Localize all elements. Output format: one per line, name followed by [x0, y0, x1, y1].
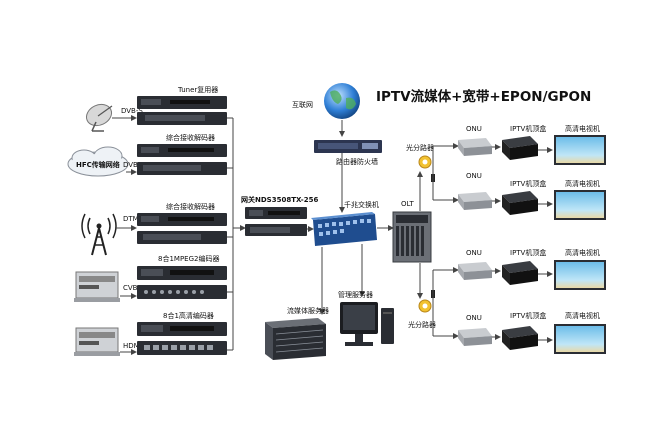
onu-label-3: ONU — [466, 249, 482, 257]
antenna-tower-icon — [81, 213, 117, 256]
tv-header: 高清电视机 — [565, 124, 600, 133]
gateway-label: 网关NDS3508TX-256 — [241, 195, 318, 204]
stb-label-4: IPTV机顶盒 — [510, 311, 546, 320]
router-label: 路由器防火墙 — [336, 157, 378, 166]
tv-label-2: 高清电视机 — [565, 179, 600, 188]
onu-header: ONU — [466, 125, 482, 133]
internet-label: 互联网 — [292, 100, 313, 109]
switch-server-lines — [319, 225, 394, 315]
onu-device-1 — [458, 138, 492, 156]
bus-lines — [227, 117, 246, 351]
dtmb-label: DTMB — [123, 215, 144, 223]
onu-label-2: ONU — [466, 172, 482, 180]
stb-header: IPTV机顶盒 — [510, 124, 546, 133]
dvbc-label: DVB-C — [123, 161, 145, 169]
internet-globe-icon — [324, 83, 360, 119]
management-server-icon — [340, 302, 394, 346]
stb-label-3: IPTV机顶盒 — [510, 248, 546, 257]
tv-label-3: 高清电视机 — [565, 248, 600, 257]
router-firewall-device — [314, 140, 382, 153]
diagram-title: IPTV流媒体+宽带+EPON/GPON — [376, 88, 591, 105]
mpeg2-encoder-label: 8合1MPEG2编码器 — [158, 254, 219, 263]
splitter-top-label: 光分路器 — [406, 143, 434, 152]
cvbs-label: CVBS — [123, 284, 142, 292]
stb-device-2 — [502, 191, 538, 215]
hfc-label: HFC传输网络 — [76, 160, 120, 169]
tuner-multiplexer-device — [137, 96, 227, 125]
hfc-cloud-icon — [67, 146, 129, 177]
onu-device-4 — [458, 328, 492, 346]
splitter-bottom-icon — [418, 299, 432, 313]
tuner-label: Tuner复用器 — [177, 85, 218, 94]
stb-device-4 — [502, 326, 538, 350]
stb-device-1 — [502, 136, 538, 160]
tv-device-3 — [554, 260, 606, 290]
mgmt-server-label: 管理服务器 — [338, 290, 373, 299]
gateway-device — [245, 207, 307, 236]
stb-label-2: IPTV机顶盒 — [510, 179, 546, 188]
hd-encoder-device — [137, 322, 227, 355]
olt-device — [392, 211, 432, 263]
satellite-dish-icon — [85, 103, 113, 132]
olt-label: OLT — [401, 200, 414, 208]
tv-device-1 — [554, 135, 606, 165]
switch-label: 千兆交换机 — [344, 200, 379, 209]
hd-encoder-label: 8合1高清编码器 — [163, 311, 214, 320]
hdmi-label: HDMI — [123, 342, 142, 350]
tv-device-2 — [554, 190, 606, 220]
streaming-server-device — [265, 318, 326, 360]
splitter-bottom-label: 光分路器 — [408, 320, 436, 329]
gigabit-switch-device — [311, 212, 377, 246]
onu-label-4: ONU — [466, 314, 482, 322]
decoder1-device — [137, 144, 227, 175]
dvbs-label: DVB-S — [121, 107, 143, 115]
hdmi-source-device-icon — [74, 327, 120, 356]
cvbs-source-device-icon — [74, 271, 120, 302]
tv-label-4: 高清电视机 — [565, 311, 600, 320]
decoder2-device — [137, 213, 227, 244]
onu-device-3 — [458, 262, 492, 280]
splitter-fan-lines — [432, 143, 459, 339]
onu-device-2 — [458, 192, 492, 210]
tv-device-4 — [554, 324, 606, 354]
stb-device-3 — [502, 261, 538, 285]
mpeg2-encoder-device — [137, 266, 227, 299]
splitter-top-icon — [418, 155, 432, 169]
decoder2-label: 综合接收解码器 — [166, 202, 215, 211]
source-arrows — [112, 115, 137, 355]
streaming-server-label: 流媒体服务器 — [287, 306, 329, 315]
decoder1-label: 综合接收解码器 — [166, 133, 215, 142]
